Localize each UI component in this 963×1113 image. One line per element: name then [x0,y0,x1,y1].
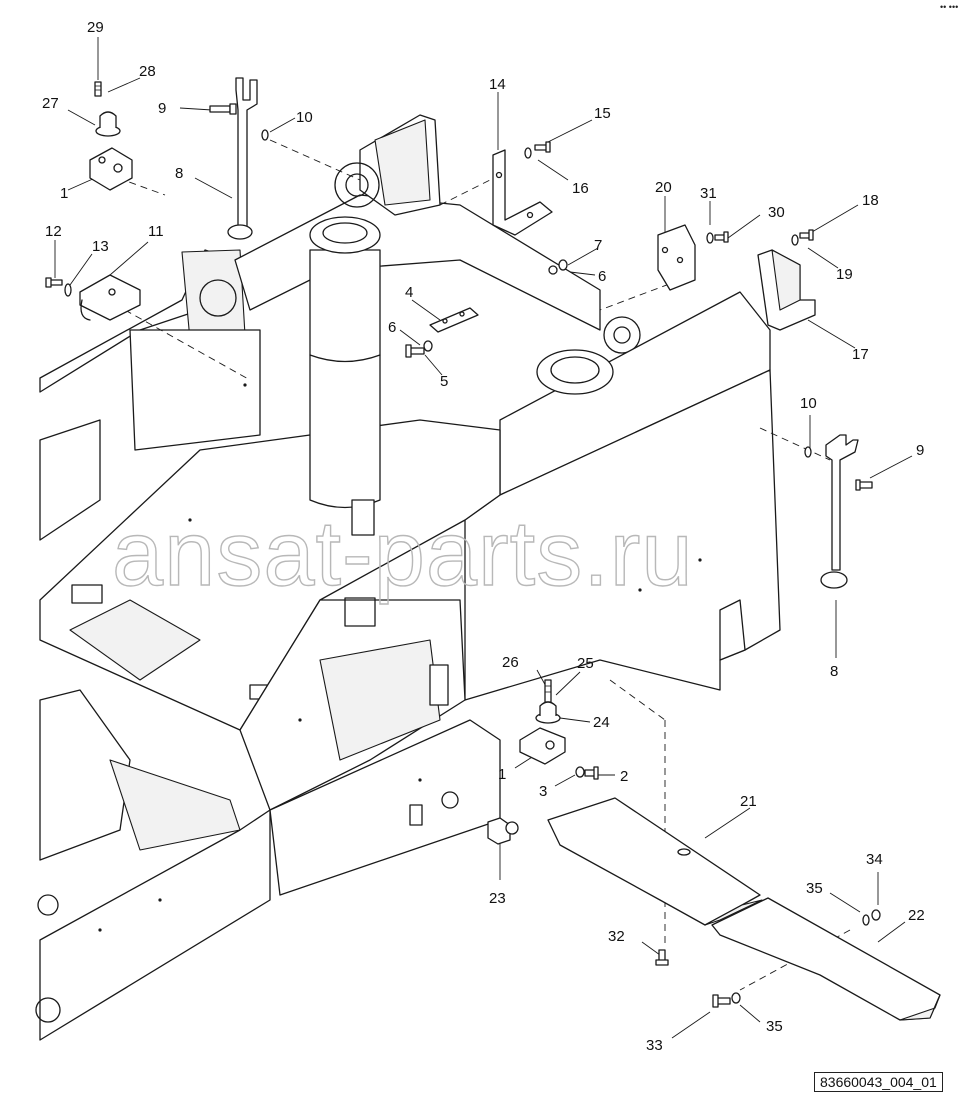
callout-9-upper: 9 [158,100,166,117]
callout-6-upper: 6 [598,268,606,285]
part-26-screw [544,679,552,703]
callout-25: 25 [577,655,594,672]
part-5-bolt [405,344,425,358]
part-10-washer-upper [261,129,269,141]
callout-9-lower: 9 [916,442,924,459]
part-7-nut [558,259,568,271]
part-6-washer-upper [548,265,558,275]
callout-8-lower: 8 [830,663,838,680]
callout-31: 31 [700,185,717,202]
callout-22: 22 [908,907,925,924]
callout-8-upper: 8 [175,165,183,182]
callout-27: 27 [42,95,59,112]
callout-21: 21 [740,793,757,810]
part-30-bolt [714,231,729,243]
callout-20: 20 [655,179,672,196]
callout-10-upper: 10 [296,109,313,126]
part-8-rod-upper [227,77,258,240]
drawing-reference-number: 83660043_004_01 [814,1072,943,1092]
callout-1-upper: 1 [60,185,68,202]
callout-6-mid: 6 [388,319,396,336]
part-16-washer [524,147,532,159]
part-11-bracket [79,274,141,321]
part-9-bolt-upper [209,103,237,115]
part-31-washer [706,232,714,244]
callout-17: 17 [852,346,869,363]
part-14-bracket [492,149,553,236]
callout-26: 26 [502,654,519,671]
part-23-clip [487,817,519,845]
part-6-washer-mid [423,340,433,352]
part-1-bracket-lower [519,727,566,765]
part-17-bracket [757,249,816,331]
part-22-cover [711,897,941,1021]
callout-13: 13 [92,238,109,255]
part-27-cup [95,111,121,137]
callout-16: 16 [572,180,589,197]
part-20-bracket [657,224,696,291]
callout-10-lower: 10 [800,395,817,412]
callout-3: 3 [539,783,547,800]
part-2-bolt [584,766,599,780]
callout-18: 18 [862,192,879,209]
part-3-washer [575,766,585,778]
parts [45,77,941,1021]
part-21-cover [547,797,763,926]
callout-5: 5 [440,373,448,390]
callout-28: 28 [139,63,156,80]
part-10-washer-lower [804,446,812,458]
callout-23: 23 [489,890,506,907]
callout-labels: 29 28 27 9 10 8 1 12 13 11 14 15 16 20 3… [42,19,925,1054]
part-35-washer-lower [731,992,741,1004]
part-18-bolt [799,229,814,241]
callout-14: 14 [489,76,506,93]
part-13-washer [64,283,72,297]
corner-mark: •• ••• [940,2,959,12]
part-15-bolt [534,141,551,153]
callout-2: 2 [620,768,628,785]
part-1-bracket-upper [89,147,133,191]
part-35-washer-upper [862,914,870,926]
callout-24: 24 [593,714,610,731]
callout-32: 32 [608,928,625,945]
part-33-bolt [712,994,731,1008]
part-19-washer [791,234,799,246]
callout-15: 15 [594,105,611,122]
callout-35-upper: 35 [806,880,823,897]
watermark-text: ansat-parts.ru [112,503,694,605]
part-32-screw [655,949,669,966]
callout-1-lower: 1 [498,766,506,783]
callout-7: 7 [594,237,602,254]
callout-33: 33 [646,1037,663,1054]
callout-19: 19 [836,266,853,283]
part-29-screw [94,81,102,97]
part-8-rod-lower [820,434,859,589]
callout-29: 29 [87,19,104,36]
part-24-cup [535,701,561,724]
callout-30: 30 [768,204,785,221]
part-34-nut [871,909,881,921]
machine-frame [35,114,781,1041]
callout-12: 12 [45,223,62,240]
callout-35-lower: 35 [766,1018,783,1035]
callout-34: 34 [866,851,883,868]
part-4-plate [429,307,479,333]
part-12-bolt [45,277,63,288]
callout-11: 11 [148,223,164,240]
part-9-bolt-lower [855,479,873,491]
callout-4: 4 [405,284,413,301]
